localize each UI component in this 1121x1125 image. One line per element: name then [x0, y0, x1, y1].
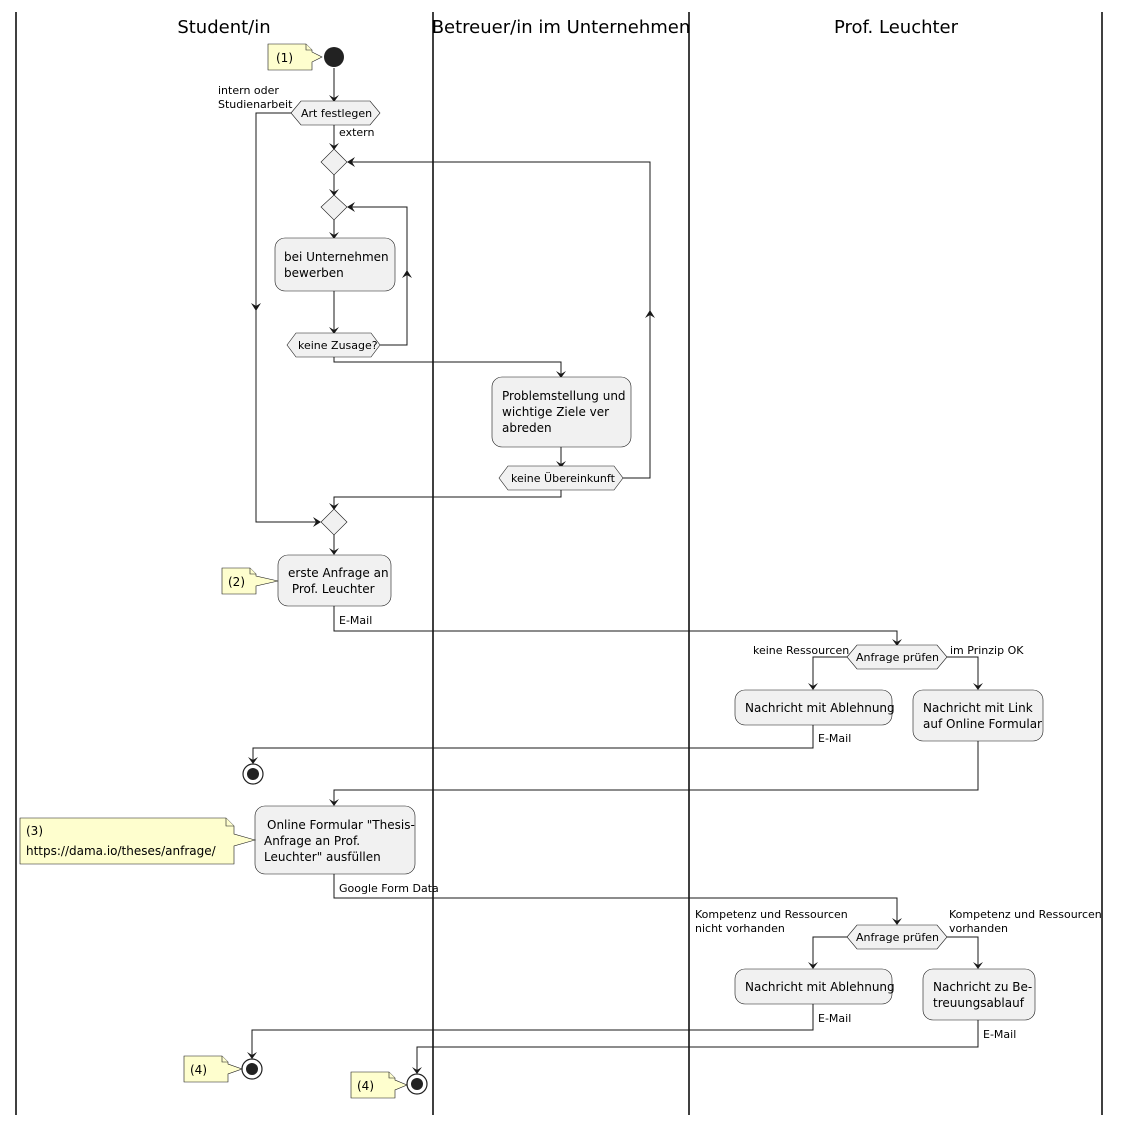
- activity-erste-anfrage: erste Anfrage an Prof. Leuchter: [277, 554, 392, 607]
- activity-problemstellung: Problemstellung und wichtige Ziele ver a…: [491, 376, 632, 448]
- activity-bewerben: bei Unternehmen bewerben: [274, 237, 396, 292]
- merge-diamond-main: [320, 508, 348, 536]
- decision-art-festlegen-label: Art festlegen: [301, 107, 372, 120]
- lane-title-professor: Prof. Leuchter: [834, 17, 959, 38]
- note-3: (3) https://dama.io/theses/anfrage/: [19, 817, 257, 865]
- decision-anfrage-pruefen-1-label: Anfrage prüfen: [856, 651, 939, 664]
- activity-online-formular: Online Formular "Thesis- Anfrage an Prof…: [254, 805, 416, 875]
- activity-betreuungsablauf: Nachricht zu Be- treuungsablauf: [922, 968, 1036, 1021]
- activity-ablehnung-1: Nachricht mit Ablehnung: [734, 689, 895, 726]
- note-1: (1): [267, 43, 323, 71]
- label-kompetenz-vorhanden-2: vorhanden: [949, 922, 1008, 935]
- activity-online-formular-line3: Leuchter" ausfüllen: [264, 850, 381, 864]
- decision-anfrage-pruefen-2: Anfrage prüfen: [846, 924, 948, 950]
- activity-betreuungsablauf-line2: treuungsablauf: [933, 996, 1025, 1010]
- decision-keine-uebereinkunft: keine Übereinkunft: [498, 465, 624, 491]
- merge-diamond-inner-loop: [320, 194, 348, 221]
- note-4b: (4): [350, 1071, 408, 1099]
- decision-keine-uebereinkunft-label: keine Übereinkunft: [511, 472, 616, 485]
- label-email-1: E-Mail: [339, 614, 372, 627]
- end-node-3: [406, 1073, 428, 1095]
- start-node: [324, 47, 344, 67]
- decision-anfrage-pruefen-2-label: Anfrage prüfen: [856, 931, 939, 944]
- lane-title-supervisor: Betreuer/in im Unternehmen: [432, 17, 691, 38]
- activity-link-formular-line1: Nachricht mit Link: [923, 701, 1033, 715]
- label-google-form-data: Google Form Data: [339, 882, 439, 895]
- note-1-text: (1): [276, 51, 293, 65]
- label-keine-ressourcen: keine Ressourcen: [753, 644, 849, 657]
- note-2: (2): [221, 567, 279, 595]
- activity-ablehnung-1-label: Nachricht mit Ablehnung: [745, 701, 895, 715]
- activity-link-formular: Nachricht mit Link auf Online Formular: [912, 689, 1044, 742]
- activity-online-formular-line1: Online Formular "Thesis-: [267, 818, 415, 832]
- activity-problemstellung-line2: wichtige Ziele ver: [502, 405, 609, 419]
- activity-problemstellung-line1: Problemstellung und: [502, 389, 626, 403]
- activity-bewerben-line1: bei Unternehmen: [284, 250, 389, 264]
- label-im-prinzip-ok: im Prinzip OK: [950, 644, 1024, 657]
- label-extern: extern: [339, 126, 374, 139]
- activity-betreuungsablauf-line1: Nachricht zu Be-: [933, 980, 1032, 994]
- decision-anfrage-pruefen-1: Anfrage prüfen: [846, 644, 948, 670]
- label-kompetenz-nicht-1: Kompetenz und Ressourcen: [695, 908, 848, 921]
- activity-erste-anfrage-line2: Prof. Leuchter: [288, 582, 375, 596]
- note-3-link[interactable]: https://dama.io/theses/anfrage/: [26, 844, 217, 858]
- merge-diamond-outer-loop: [320, 148, 348, 176]
- activity-ablehnung-2: Nachricht mit Ablehnung: [734, 968, 895, 1005]
- note-4a: (4): [183, 1055, 243, 1083]
- note-3-text-line1: (3): [26, 824, 43, 838]
- activity-erste-anfrage-line1: erste Anfrage an: [288, 566, 389, 580]
- decision-art-festlegen: Art festlegen: [290, 100, 381, 126]
- label-intern-2: Studienarbeit: [218, 98, 293, 111]
- edges: [247, 68, 983, 1074]
- activity-ablehnung-2-label: Nachricht mit Ablehnung: [745, 980, 895, 994]
- label-kompetenz-vorhanden-1: Kompetenz und Ressourcen: [949, 908, 1102, 921]
- note-4b-text: (4): [357, 1079, 374, 1093]
- label-intern-1: intern oder: [218, 84, 279, 97]
- label-email-4: E-Mail: [983, 1028, 1016, 1041]
- end-node-2: [241, 1058, 263, 1080]
- activity-link-formular-line2: auf Online Formular: [923, 717, 1042, 731]
- decision-keine-zusage-label: keine Zusage?: [298, 339, 378, 352]
- activity-online-formular-line2: Anfrage an Prof.: [264, 834, 360, 848]
- activity-problemstellung-line3: abreden: [502, 421, 552, 435]
- note-4a-text: (4): [190, 1063, 207, 1077]
- label-email-2: E-Mail: [818, 732, 851, 745]
- lane-title-student: Student/in: [177, 17, 270, 38]
- label-email-3: E-Mail: [818, 1012, 851, 1025]
- activity-bewerben-line2: bewerben: [284, 266, 344, 280]
- note-2-text: (2): [228, 575, 245, 589]
- end-node-1: [242, 763, 264, 785]
- label-kompetenz-nicht-2: nicht vorhanden: [695, 922, 785, 935]
- decision-keine-zusage: keine Zusage?: [286, 332, 381, 358]
